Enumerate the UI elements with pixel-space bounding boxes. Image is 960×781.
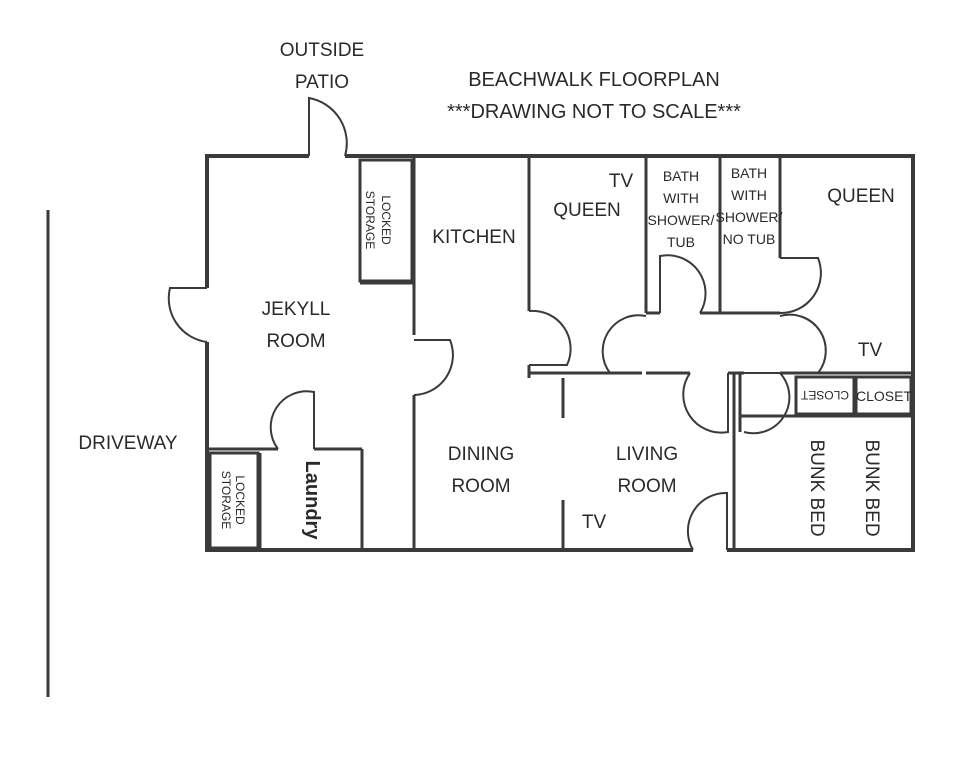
locked-storage-top-room bbox=[358, 158, 414, 283]
dining-room-label-line1: DINING bbox=[448, 444, 515, 465]
closet-right-box bbox=[854, 375, 913, 416]
living-room-label-line2: ROOM bbox=[617, 476, 676, 497]
closet-right-label: CLOSET bbox=[856, 388, 912, 404]
driveway-label: DRIVEWAY bbox=[78, 433, 178, 454]
plan-subtitle: ***DRAWING NOT TO SCALE*** bbox=[447, 101, 741, 123]
tv-label-living: TV bbox=[582, 512, 607, 533]
bath-right-line4: NO TUB bbox=[723, 231, 776, 247]
kitchen-label: KITCHEN bbox=[432, 227, 515, 248]
bunk-bed-label-2: BUNK BED bbox=[861, 439, 882, 536]
closet-left-label: CLOSET bbox=[800, 388, 849, 402]
dining-room-label-line2: ROOM bbox=[451, 476, 510, 497]
plan-title: BEACHWALK FLOORPLAN bbox=[468, 69, 720, 91]
laundry-label: Laundry bbox=[301, 461, 323, 541]
bath-left-line3: SHOWER/ bbox=[648, 212, 715, 228]
bath-right-line3: SHOWER/ bbox=[716, 209, 783, 225]
queen-left-label: QUEEN bbox=[553, 200, 621, 221]
outer-wall bbox=[205, 154, 915, 552]
bath-right-line2: WITH bbox=[731, 187, 767, 203]
queen-right-label: QUEEN bbox=[827, 186, 895, 207]
locked-storage-bottom-line2: STORAGE bbox=[219, 471, 233, 529]
tv-label-queen-left: TV bbox=[609, 171, 634, 192]
bath-left-line2: WITH bbox=[663, 190, 699, 206]
tv-label-queen-right: TV bbox=[858, 340, 883, 361]
outside-patio-label-line1: OUTSIDE bbox=[280, 40, 364, 61]
locked-storage-top-line1: LOCKED bbox=[379, 195, 393, 245]
bath-right-line1: BATH bbox=[731, 165, 767, 181]
locked-storage-bottom-room bbox=[208, 451, 260, 550]
bath-left-line1: BATH bbox=[663, 168, 699, 184]
jekyll-room-label-line1: JEKYLL bbox=[262, 299, 331, 320]
locked-storage-bottom-line1: LOCKED bbox=[233, 475, 247, 525]
locked-storage-top-line2: STORAGE bbox=[363, 191, 377, 249]
outside-patio-label-line2: PATIO bbox=[295, 72, 349, 93]
bath-left-line4: TUB bbox=[667, 234, 695, 250]
closet-left-box bbox=[794, 375, 856, 416]
living-room-label-line1: LIVING bbox=[616, 444, 678, 465]
bunk-bed-label-1: BUNK BED bbox=[806, 439, 827, 536]
jekyll-room-label-line2: ROOM bbox=[266, 331, 325, 352]
